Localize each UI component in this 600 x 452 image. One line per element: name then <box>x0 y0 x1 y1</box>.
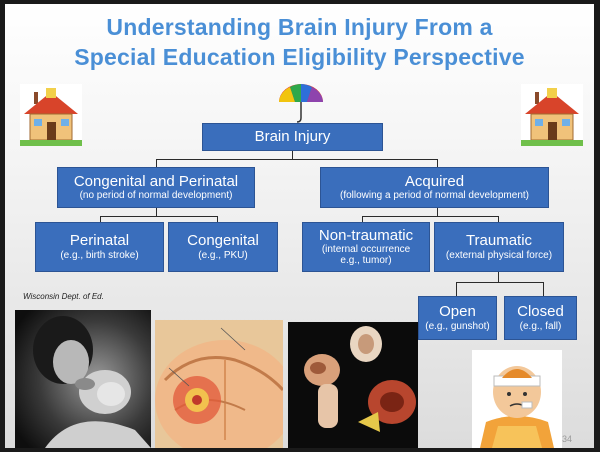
node-acquired: Acquired (following a period of normal d… <box>320 167 549 208</box>
node-closed-note: (e.g., fall) <box>519 320 562 332</box>
parent-infant-photo <box>15 310 151 448</box>
schoolhouse-right-icon <box>521 84 583 146</box>
bandaged-boy-illustration <box>472 350 562 448</box>
node-non-traumatic: Non-traumatic (internal occurrence e.g.,… <box>302 222 430 272</box>
connector-right-bar <box>362 216 498 217</box>
node-congenital-label: Congenital <box>187 232 259 250</box>
page-number: 34 <box>562 434 573 444</box>
anatomy-collage <box>288 322 418 448</box>
node-acquired-label: Acquired <box>404 172 465 190</box>
node-congenital-perinatal-label: Congenital and Perinatal <box>73 172 239 190</box>
node-traumatic-note: (external physical force) <box>445 249 553 261</box>
connector-traumatic-bar <box>456 282 543 283</box>
connector-congenital <box>217 216 218 222</box>
connector-traumatic <box>498 216 499 222</box>
node-congenital-perinatal-note: (no period of normal development) <box>79 190 233 202</box>
node-perinatal-label: Perinatal <box>69 232 130 250</box>
node-brain-injury-label: Brain Injury <box>254 127 331 145</box>
node-open: Open (e.g., gunshot) <box>418 296 497 340</box>
node-non-traumatic-label: Non-traumatic <box>318 226 414 244</box>
brain-tumor-illustration <box>155 320 283 448</box>
slide-title-line-1: Understanding Brain Injury From a <box>106 14 493 40</box>
connector-traumatic-down <box>498 272 499 282</box>
node-traumatic-label: Traumatic <box>465 232 533 250</box>
slide: Understanding Brain Injury From a Specia… <box>5 4 594 448</box>
node-congenital-perinatal: Congenital and Perinatal (no period of n… <box>57 167 255 208</box>
schoolhouse-left-icon <box>20 84 82 146</box>
slide-title-line-2: Special Education Eligibility Perspectiv… <box>74 44 525 70</box>
node-traumatic: Traumatic (external physical force) <box>434 222 564 272</box>
connector-left-down <box>156 208 157 216</box>
connector-congenital-perinatal <box>156 159 157 167</box>
connector-right-down <box>437 208 438 216</box>
connector-root <box>292 151 293 159</box>
connector-open <box>456 282 457 296</box>
node-perinatal: Perinatal (e.g., birth stroke) <box>35 222 164 272</box>
connector-acquired <box>437 159 438 167</box>
node-open-note: (e.g., gunshot) <box>425 320 490 332</box>
connector-closed <box>543 282 544 296</box>
umbrella-icon <box>277 82 325 124</box>
connector-level1-bar <box>156 159 437 160</box>
source-credit: Wisconsin Dept. of Ed. <box>23 292 104 301</box>
node-perinatal-note: (e.g., birth stroke) <box>60 249 139 261</box>
node-closed-label: Closed <box>517 303 564 321</box>
connector-perinatal <box>100 216 101 222</box>
node-closed: Closed (e.g., fall) <box>504 296 577 340</box>
node-congenital: Congenital (e.g., PKU) <box>168 222 278 272</box>
node-acquired-note: (following a period of normal developmen… <box>340 190 529 202</box>
node-congenital-note: (e.g., PKU) <box>198 249 248 261</box>
node-open-label: Open <box>439 303 476 321</box>
node-brain-injury: Brain Injury <box>202 123 383 151</box>
node-non-traumatic-note-2: e.g., tumor) <box>340 255 392 267</box>
connector-left-bar <box>100 216 217 217</box>
connector-non-traumatic <box>362 216 363 222</box>
node-non-traumatic-note-1: (internal occurrence <box>321 244 411 256</box>
